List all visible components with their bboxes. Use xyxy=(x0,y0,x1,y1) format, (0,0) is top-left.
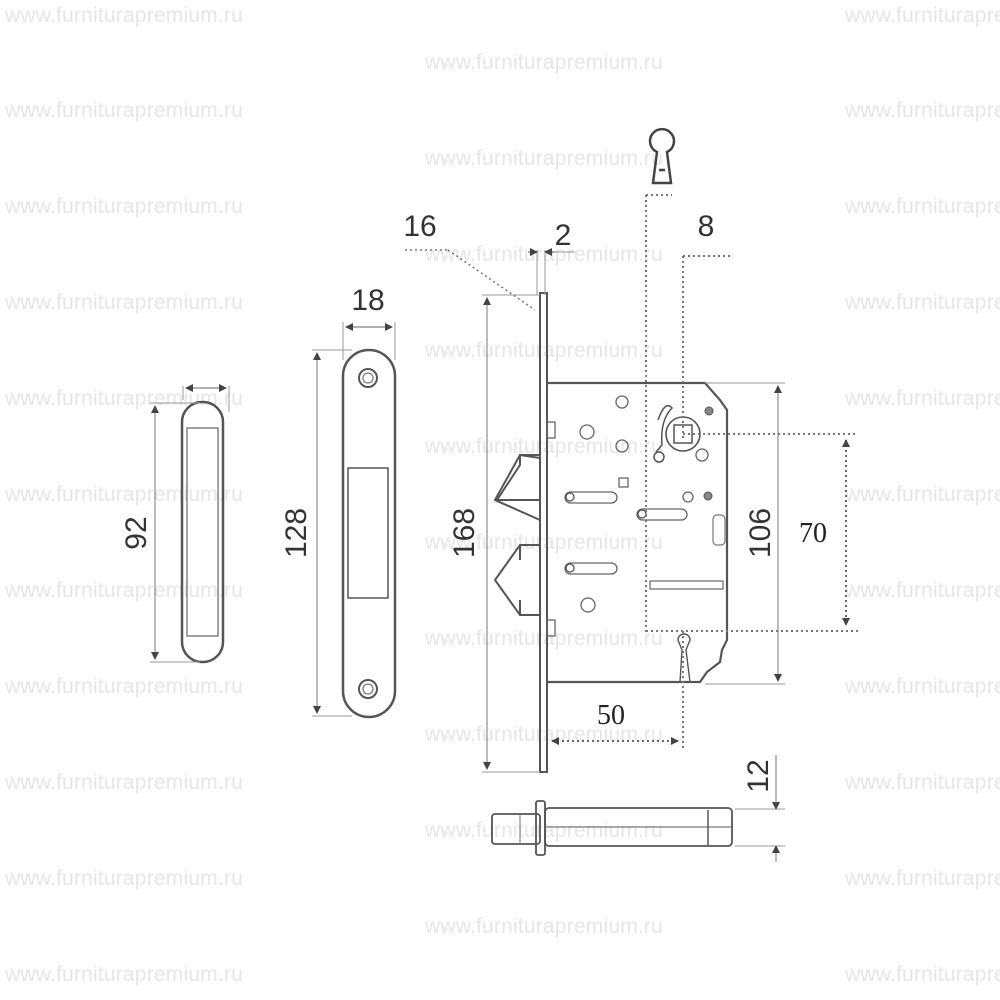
watermark-text: www.furniturapremium.ru xyxy=(5,483,243,506)
watermark-text: www.furniturapremium.ru xyxy=(5,579,243,602)
body-height-label: 106 xyxy=(744,508,777,558)
watermark-text: www.furniturapremium.ru xyxy=(5,771,243,794)
faceplate-thickness-label: 2 xyxy=(555,219,572,252)
spindle-square-label: 8 xyxy=(698,210,715,243)
center-distance-label: 70 xyxy=(799,518,827,549)
bolt-pin: 12 xyxy=(491,755,785,862)
keyhole-icon xyxy=(648,127,676,185)
watermark-text: www.furniturapremium.ru xyxy=(5,867,243,890)
watermark-text: www.furniturapremium.ru xyxy=(845,291,1000,314)
bolt-pin-diameter-label: 12 xyxy=(742,759,775,792)
lock-body: 16 2 8 168 106 70 50 xyxy=(403,127,858,773)
watermark-text: www.furniturapremium.ru xyxy=(5,675,243,698)
watermark-text: www.furniturapremium.ru xyxy=(845,99,1000,122)
watermark-text: www.furniturapremium.ru xyxy=(845,483,1000,506)
watermark-text: www.furniturapremium.ru xyxy=(845,387,1000,410)
watermark-text: www.furniturapremium.ru xyxy=(5,4,243,27)
key-plate-height-label: 92 xyxy=(120,516,153,549)
watermark-text: www.furniturapremium.ru xyxy=(5,963,243,986)
watermark-text: www.furniturapremium.ru xyxy=(425,915,663,938)
watermark-text: www.furniturapremium.ru xyxy=(845,867,1000,890)
watermark-text: www.furniturapremium.ru xyxy=(845,675,1000,698)
backset-label: 50 xyxy=(597,700,625,731)
watermark-text: www.furniturapremium.ru xyxy=(425,819,663,842)
watermark-text: www.furniturapremium.ru xyxy=(845,771,1000,794)
watermark-text: www.furniturapremium.ru xyxy=(845,963,1000,986)
watermark-text: www.furniturapremium.ru xyxy=(845,195,1000,218)
watermark-text: www.furniturapremium.ru xyxy=(5,99,243,122)
watermark-text: www.furniturapremium.ru xyxy=(425,51,663,74)
key-plate: 92 xyxy=(120,384,230,664)
watermark-text: www.furniturapremium.ru xyxy=(845,579,1000,602)
watermark-text: www.furniturapremium.ru xyxy=(425,243,663,266)
watermark-text: www.furniturapremium.ru xyxy=(5,291,243,314)
strike-plate-height-label: 128 xyxy=(280,508,313,558)
watermark-text: www.furniturapremium.ru xyxy=(845,4,1000,27)
watermark-text: www.furniturapremium.ru xyxy=(425,147,663,170)
faceplate-height-label: 168 xyxy=(448,508,481,558)
strike-plate-width-label: 18 xyxy=(351,284,384,317)
faceplate-width-label: 16 xyxy=(403,210,436,243)
watermark-text: www.furniturapremium.ru xyxy=(5,195,243,218)
strike-plate: 18 128 xyxy=(280,284,397,719)
